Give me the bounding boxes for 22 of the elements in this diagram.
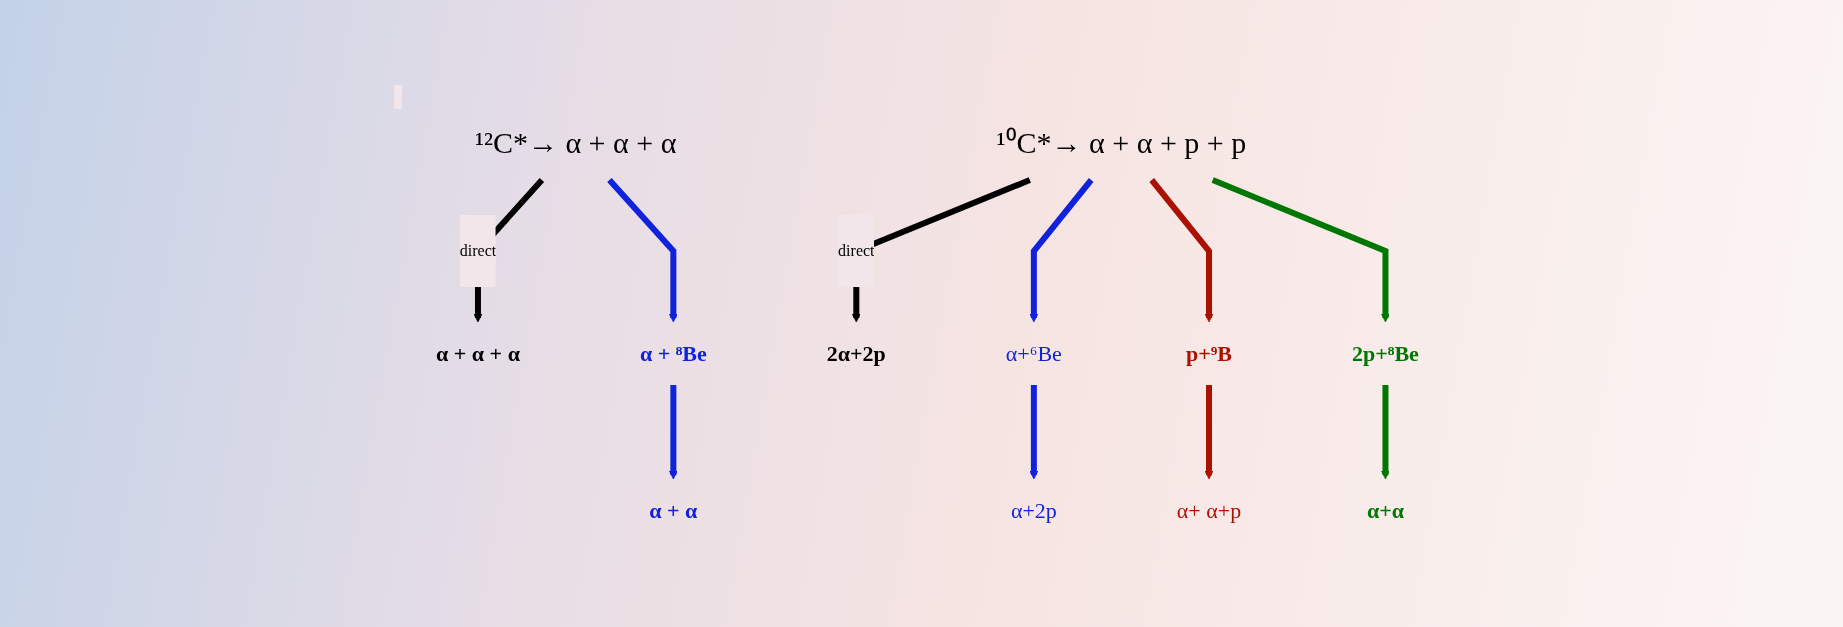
edge-label: direct [459,242,497,259]
node-text: ¹²C*→ α + α + α [474,126,677,159]
arrow [1029,178,1094,323]
node-text: p+⁹B [1186,341,1233,366]
node-text: α + α [649,498,698,523]
node-text: ¹⁰C*→ α + α + p + p [996,126,1247,159]
arrow [607,178,678,323]
arrow [1211,177,1390,323]
arrow [1204,385,1214,480]
node-text: α+ α+p [1176,498,1242,523]
arrow [669,385,678,480]
node-text: 2p+⁸Be [1352,341,1419,366]
arrow [1381,385,1390,480]
node-text: 2α+2p [826,341,886,366]
arrow [1149,178,1214,323]
arrow [1029,385,1039,480]
node-text: α + ⁸Be [639,341,707,366]
node-text: α+⁶Be [1005,341,1062,366]
node-text: α + α + α [436,341,520,366]
node-text: α+α [1366,498,1405,523]
edge-label: direct [838,242,875,259]
node-text: α+2p [1010,498,1057,523]
